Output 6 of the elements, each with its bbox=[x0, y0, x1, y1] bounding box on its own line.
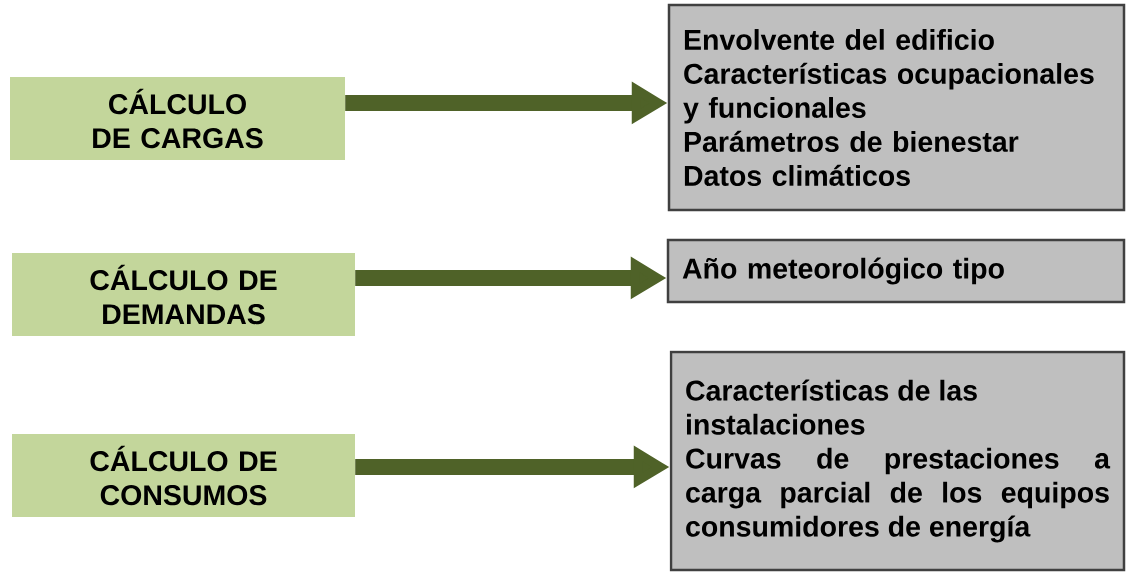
process-box: CÁLCULO DE CONSUMOS bbox=[12, 434, 355, 517]
input-box: Año meteorológico tipo bbox=[666, 238, 1126, 304]
process-box: CÁLCULO DE CARGAS bbox=[10, 77, 345, 160]
input-box: Envolvente del edificio Características ocupacionales y funcionales Parámetros de bienestar Datos climáticos bbox=[667, 3, 1126, 212]
input-box: Características de las instalaciones Curvas de prestaciones a carga parcial de los equipos consumidores de energía bbox=[669, 350, 1126, 572]
process-box: CÁLCULO DE DEMANDAS bbox=[12, 253, 355, 336]
